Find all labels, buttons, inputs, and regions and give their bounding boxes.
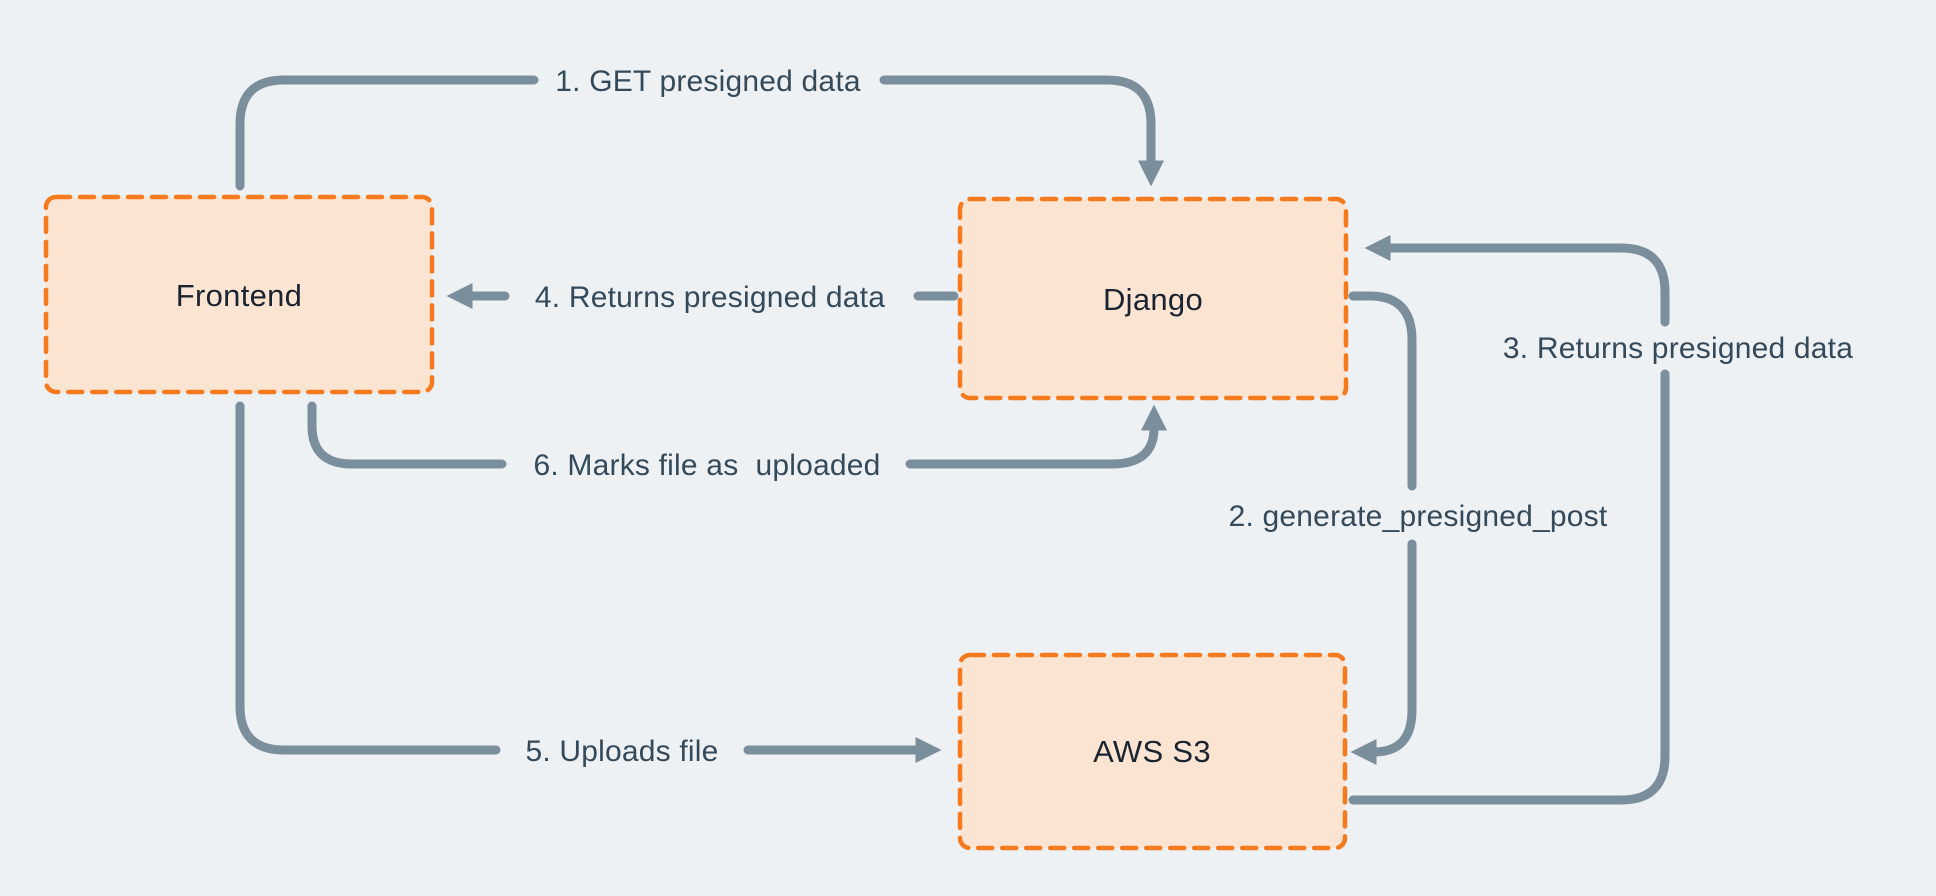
edge-line [879, 75, 1165, 187]
edge-label-1: 1. GET presigned data [555, 65, 861, 98]
edge-label-3: 3. Returns presigned data [1503, 332, 1853, 365]
edge-label-4: 4. Returns presigned data [535, 281, 885, 314]
node-label-aws-s3: AWS S3 [1093, 734, 1211, 769]
edge-line [1350, 539, 1417, 766]
edge-5-uploads-file: 5. Uploads file [235, 401, 942, 768]
edge-line [235, 75, 539, 191]
node-django: Django [957, 196, 1349, 401]
edge-4-returns-presigned-data: 4. Returns presigned data [446, 281, 959, 314]
edge-line [1348, 369, 1670, 805]
edge-1-get-presigned-data: 1. GET presigned data [235, 65, 1165, 191]
edge-line [1348, 291, 1417, 491]
node-label-frontend: Frontend [176, 278, 302, 313]
node-label-django: Django [1103, 282, 1203, 317]
edge-line [235, 401, 501, 755]
edge-line [1364, 234, 1670, 327]
edge-label-2: 2. generate_presigned_post [1229, 500, 1608, 533]
node-box-frontend [43, 194, 435, 395]
edge-3-returns-presigned-data: 3. Returns presigned data [1348, 234, 1853, 805]
edge-6-marks-file-as-uploaded: 6. Marks file as uploaded [307, 401, 1168, 482]
edge-line [307, 401, 507, 469]
edge-label-5: 5. Uploads file [525, 735, 718, 768]
node-box-aws-s3 [957, 652, 1348, 851]
node-frontend: Frontend [43, 194, 435, 395]
edge-2-generate-presigned-post: 2. generate_presigned_post [1229, 291, 1608, 766]
edge-label-6: 6. Marks file as uploaded [533, 449, 880, 482]
node-box-django [957, 196, 1349, 401]
edge-line [905, 404, 1168, 469]
node-aws-s3: AWS S3 [957, 652, 1348, 851]
